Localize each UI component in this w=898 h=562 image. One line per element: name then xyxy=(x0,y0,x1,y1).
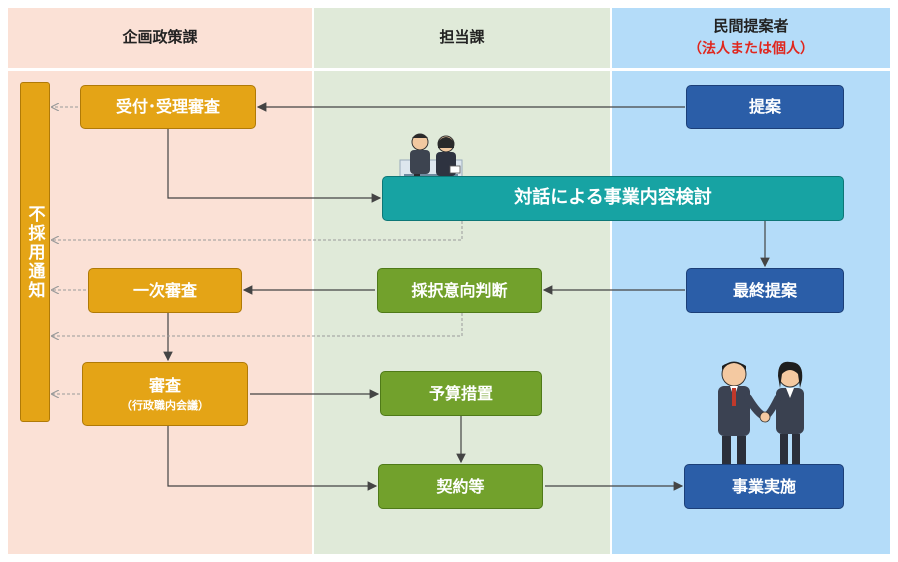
lane-header-proposer: 民間提案者 （法人または個人） xyxy=(612,8,890,64)
box-label: 最終提案 xyxy=(732,280,797,300)
box-contract: 契約等 xyxy=(378,464,543,509)
box-acceptance-review: 受付･受理審査 xyxy=(80,85,256,129)
box-budget-measures: 予算措置 xyxy=(380,371,542,416)
box-label: 提案 xyxy=(748,97,781,116)
box-label: 一次審査 xyxy=(132,280,197,300)
lane-divider xyxy=(612,68,890,71)
dashed-arrow-saitaku-reject xyxy=(52,313,463,336)
box-final-proposal: 最終提案 xyxy=(686,268,844,313)
reject-label: 不採用通知 xyxy=(24,204,45,300)
box-review-meeting: 審査 （行政職内会議） xyxy=(82,362,248,426)
lane-divider xyxy=(8,68,312,71)
reject-notification-bar: 不採用通知 xyxy=(20,82,50,422)
arrow-shinsa-to-keiyaku xyxy=(167,426,378,491)
lane-title: 担当課 xyxy=(439,27,485,46)
lane-subtitle: （法人または個人） xyxy=(688,40,814,57)
dashed-arrow-taiwa-reject xyxy=(52,221,463,240)
lane-title: 企画政策課 xyxy=(122,27,198,46)
box-adoption-decision: 採択意向判断 xyxy=(377,268,542,313)
box-project-implementation: 事業実施 xyxy=(684,464,844,509)
box-label: 対話による事業内容検討 xyxy=(514,187,712,209)
box-label: 予算措置 xyxy=(428,383,493,403)
box-label: 審査 xyxy=(148,375,181,395)
box-label: 事業実施 xyxy=(731,476,796,496)
lane-header-responsible: 担当課 xyxy=(314,8,610,64)
box-label: 受付･受理審査 xyxy=(115,97,220,116)
box-sublabel: （行政職内会議） xyxy=(121,398,209,412)
box-proposal: 提案 xyxy=(686,85,844,129)
box-first-review: 一次審査 xyxy=(88,268,242,313)
box-label: 契約等 xyxy=(436,476,485,496)
box-label: 採択意向判断 xyxy=(411,280,508,300)
lane-title: 民間提案者 xyxy=(713,16,789,35)
handshake-icon xyxy=(718,361,804,464)
lane-divider xyxy=(314,68,610,71)
lane-header-planning: 企画政策課 xyxy=(8,8,312,64)
box-dialogue-review: 対話による事業内容検討 xyxy=(382,176,844,221)
arrow-juryo-to-taiwa xyxy=(167,129,382,203)
